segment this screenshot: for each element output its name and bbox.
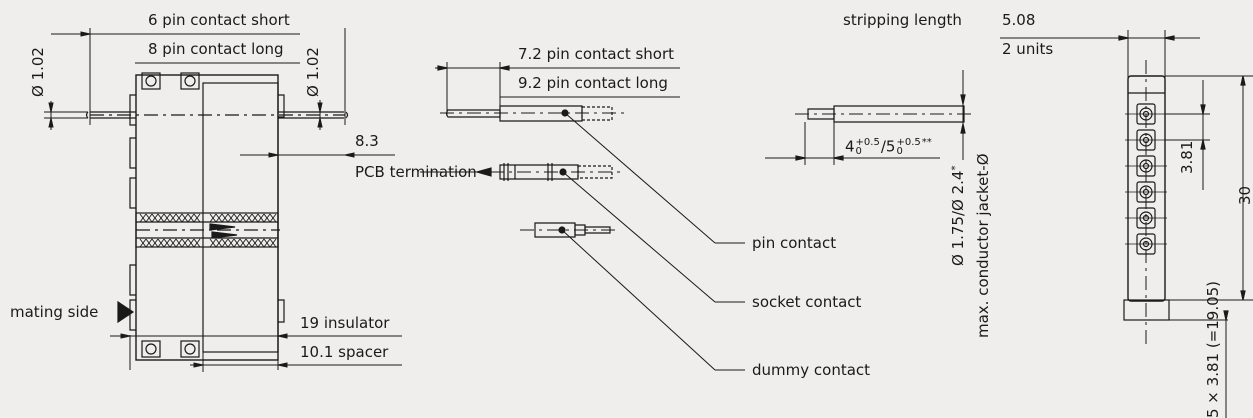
label-insulator: 19 insulator — [300, 314, 390, 332]
conductor-star: * — [950, 165, 961, 171]
label-pitch-total: 5 × 3.81 (=19.05) — [1204, 280, 1222, 418]
label-pin-contact: pin contact — [752, 234, 837, 252]
leader-lines — [561, 112, 745, 371]
label-pitch-381: 3.81 — [1178, 140, 1196, 174]
dummy-contact-drawing — [520, 222, 620, 238]
strip-tol-a-up: +0.5 — [855, 137, 880, 148]
strip-base-a: 4 — [845, 137, 855, 156]
label-mating-side: mating side — [10, 303, 99, 321]
label-pcb-termination: PCB termination — [355, 163, 477, 181]
strip-tol-a-dn: 0 — [855, 146, 862, 157]
label-pcb-dimension: 8.3 — [355, 132, 379, 150]
label-spacer: 10.1 spacer — [300, 343, 389, 361]
label-pin-contact-short-6: 6 pin contact short — [148, 11, 290, 29]
stripped-wire-drawing — [765, 70, 975, 165]
label-height-30: 30 — [1236, 185, 1253, 205]
connector-housing-side-view — [85, 72, 349, 361]
label-pin-contact-long-8: 8 pin contact long — [148, 40, 284, 58]
connector-front-view — [1000, 30, 1253, 418]
pin-contact-drawing — [435, 62, 680, 122]
strip-sep: /5 — [880, 137, 896, 156]
dimensions-left — [44, 28, 402, 372]
label-pin-contact-long-92: 9.2 pin contact long — [518, 74, 668, 92]
label-conductor-diameter: Ø 1.75/Ø 2.4* — [949, 165, 967, 266]
label-diameter-right: Ø 1.02 — [304, 47, 322, 97]
label-diameter-left: Ø 1.02 — [29, 47, 47, 97]
label-pin-contact-short-72: 7.2 pin contact short — [518, 45, 675, 63]
socket-contact-drawing — [420, 163, 620, 181]
strip-tol-b-dn: 0 — [896, 146, 903, 157]
conductor-dia: Ø 1.75/Ø 2.4 — [949, 170, 967, 266]
label-pitch-508: 5.08 — [1002, 11, 1036, 29]
label-2-units: 2 units — [1002, 40, 1054, 58]
strip-marks: ** — [921, 137, 932, 148]
strip-tol-b-up: +0.5 — [896, 137, 921, 148]
label-conductor-jacket: max. conductor jacket-Ø — [974, 153, 992, 338]
label-socket-contact: socket contact — [752, 293, 862, 311]
label-stripping-length: stripping length — [843, 11, 962, 29]
label-dummy-contact: dummy contact — [752, 361, 871, 379]
